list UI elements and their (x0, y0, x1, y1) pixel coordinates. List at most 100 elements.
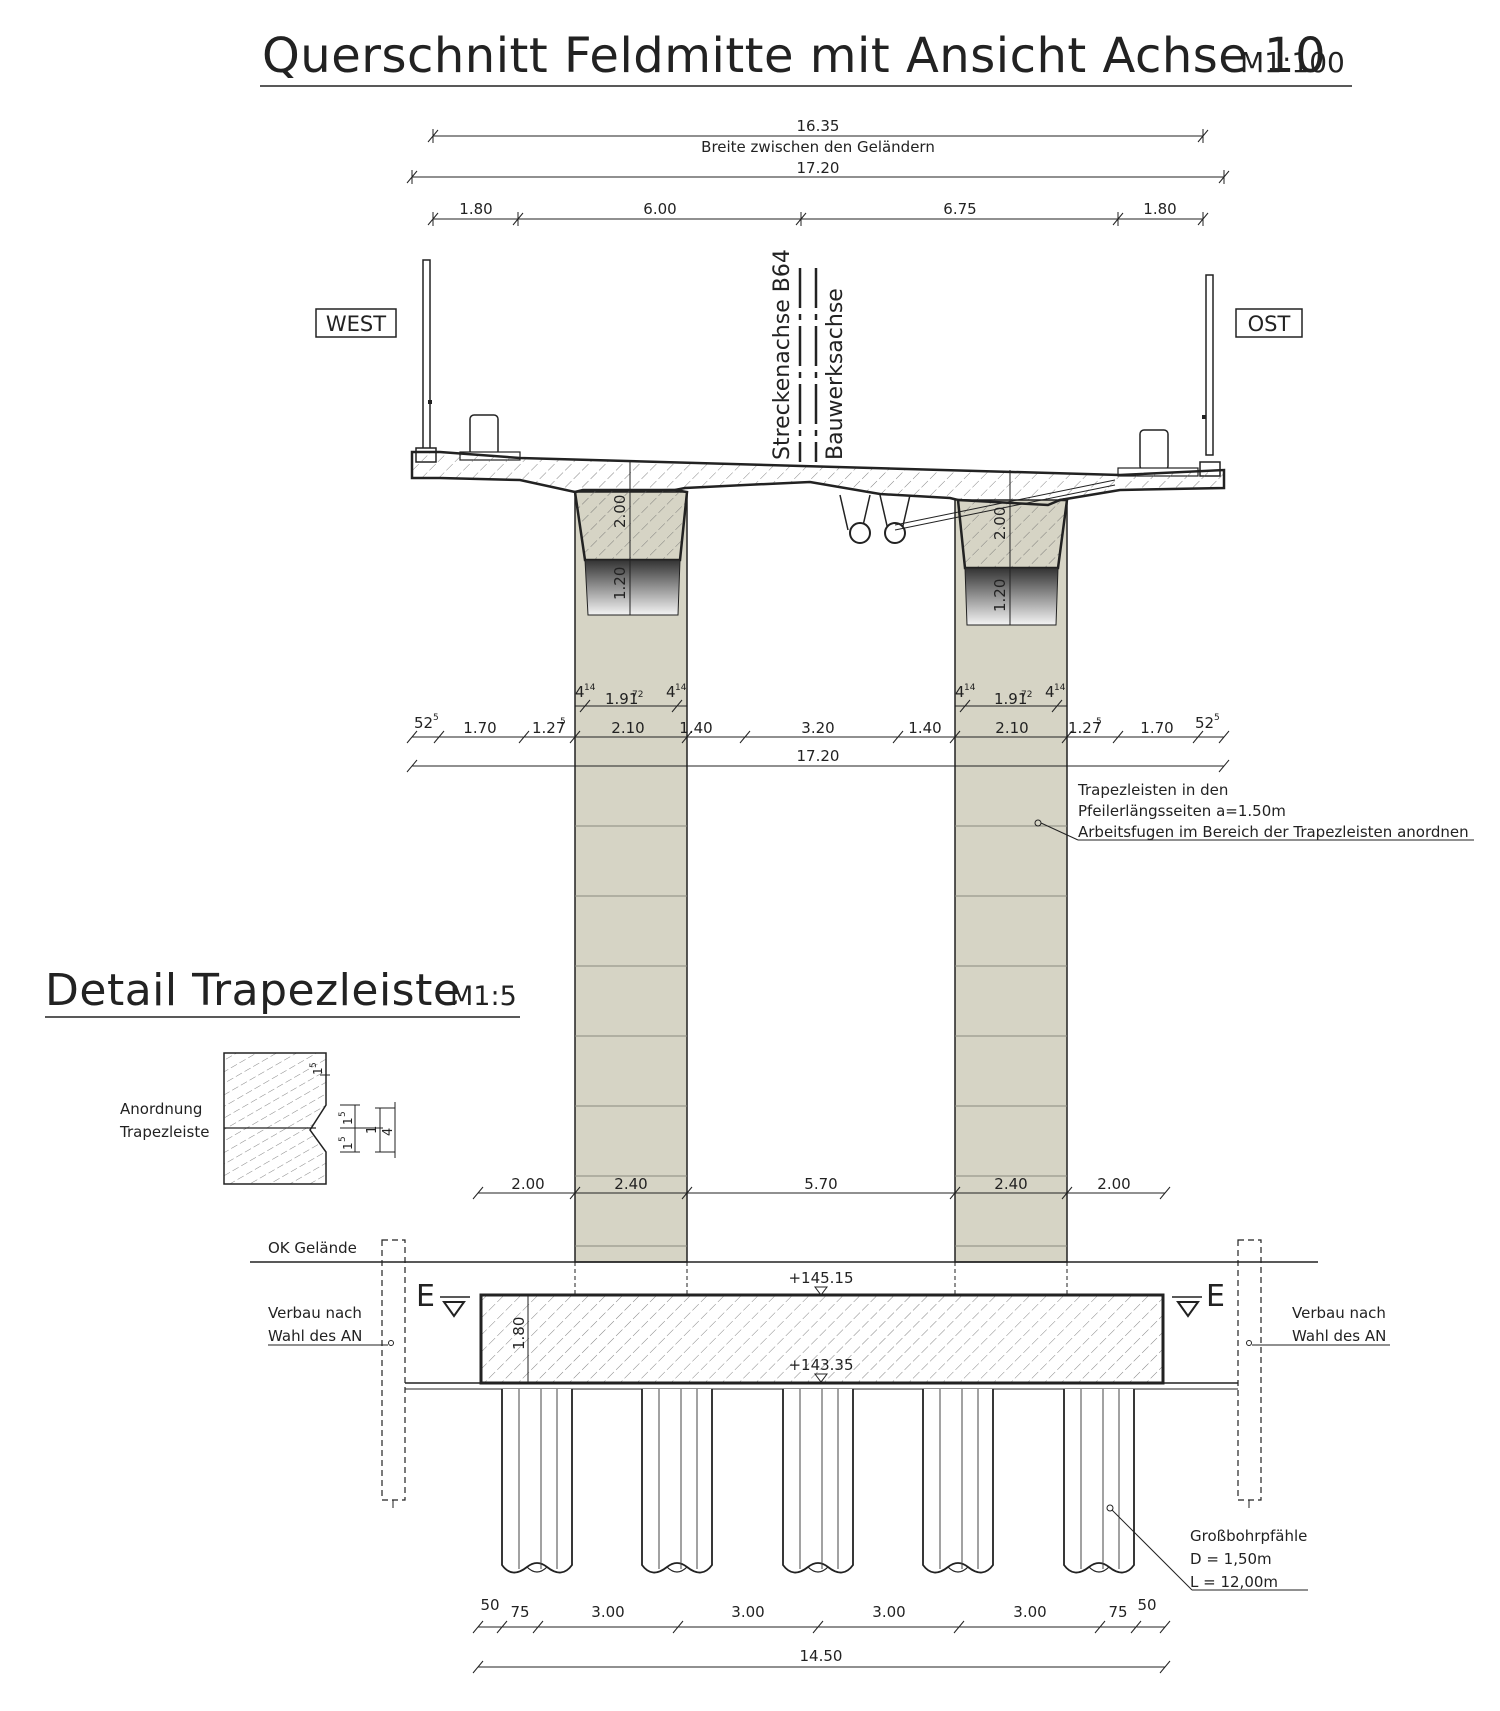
top-dimensions: 16.35 Breite zwischen den Geländern 17.2… (406, 117, 1230, 226)
detail-title: Detail Trapezleiste (45, 965, 460, 1016)
dim-girder-right-lower: 1.20 (991, 579, 1009, 612)
detail-trapezleiste: 1 5 1 5 1 5 1 4 Anordnung Trapezleiste (119, 1052, 396, 1185)
bored-pile (922, 1389, 994, 1574)
pile-note-line3: L = 12,00m (1190, 1573, 1278, 1591)
dim-girder-left-h: 2.00 (611, 495, 629, 528)
bored-pile (782, 1389, 854, 1574)
verbau-east-line1: Verbau nach (1292, 1304, 1386, 1322)
svg-text:5: 5 (338, 1111, 348, 1117)
dim-seg3: 6.75 (943, 200, 976, 218)
railing-east (1199, 274, 1221, 477)
bauwerks-achse-label: Bauwerksachse (823, 288, 848, 460)
dim-pile-spacing-3: 3.00 (872, 1603, 905, 1621)
dim-seg2: 6.00 (643, 200, 676, 218)
dim-r2-b-left: 1.70 (463, 719, 496, 737)
girder-east: 2.00 1.20 (956, 470, 1069, 626)
dim-found-a-right: 2.00 (1097, 1175, 1130, 1193)
verbau-west-line2: Wahl des AN (268, 1327, 362, 1345)
axis-lines: Streckenachse B64 Bauwerksachse (770, 249, 848, 462)
trapez-note-line1: Trapezleisten in den (1077, 781, 1228, 799)
level-top: +145.15 (788, 1269, 853, 1287)
e-mark-east: E (1206, 1279, 1225, 1314)
dim-girder-left-lower: 1.20 (611, 567, 629, 600)
verbau-east: Verbau nach Wahl des AN (1237, 1239, 1390, 1508)
svg-text:5: 5 (309, 1062, 319, 1068)
svg-text:5: 5 (433, 713, 439, 723)
pile-note-line1: Großbohrpfähle (1190, 1527, 1307, 1545)
svg-text:WEST: WEST (326, 312, 386, 336)
dim-r2-c-right: 1.27 (1068, 719, 1101, 737)
ground-line: OK Gelände (250, 1239, 1318, 1295)
dim-r2-d-left: 2.10 (611, 719, 644, 737)
anordnung-label-2: Trapezleiste (119, 1123, 209, 1141)
detail-dim-3: 1 (365, 1126, 380, 1134)
dim-r2-a-right: 52 (1195, 714, 1214, 732)
dim-found-b-right: 2.40 (994, 1175, 1027, 1193)
ost-label: OST (1235, 308, 1303, 338)
dim-pile-spacing-1: 3.00 (591, 1603, 624, 1621)
dim-seg1: 1.80 (459, 200, 492, 218)
dim-r2-e-left: 1.40 (679, 719, 712, 737)
detail-title-scale: M1:5 (450, 981, 517, 1012)
row2-dimensions: 52 5 1.70 1.27 5 2.10 1.40 3.20 1.40 2.1… (406, 713, 1230, 773)
dim-pile-spacing-2: 3.00 (731, 1603, 764, 1621)
main-title-group: Querschnitt Feldmitte mit Ansicht Achse … (260, 28, 1352, 87)
dim-r2-d-right: 2.10 (995, 719, 1028, 737)
svg-text:5: 5 (560, 717, 566, 727)
dim-girder-right-h: 2.00 (991, 507, 1009, 540)
dim-pile-edge-right: 50 (1137, 1596, 1156, 1614)
svg-text:72: 72 (632, 690, 643, 700)
barrier-west (469, 414, 499, 456)
dim-r2-e-right: 1.40 (908, 719, 941, 737)
pile-dimensions: 50 75 3.00 3.00 3.00 3.00 75 50 14.50 (472, 1596, 1171, 1674)
anordnung-label-1: Anordnung (120, 1100, 202, 1118)
railing-west (415, 259, 437, 463)
detail-dim-4: 4 (381, 1128, 396, 1136)
barrier-east (1139, 429, 1169, 471)
pile-note: Großbohrpfähle D = 1,50m L = 12,00m (1106, 1504, 1308, 1591)
dim-r2-a-left: 52 (414, 714, 433, 732)
dim-pier-small-2: 4 (666, 683, 676, 701)
foundation-slab: 1.80 +145.15 +143.35 E E (405, 1269, 1238, 1390)
west-label: WEST (315, 308, 397, 338)
svg-text:5: 5 (338, 1136, 348, 1142)
dim-pier-small-3: 4 (955, 683, 965, 701)
dim-breite-label: Breite zwischen den Geländern (701, 138, 935, 156)
ok-gelaende-label: OK Gelände (268, 1239, 357, 1257)
level-bottom: +143.35 (788, 1356, 853, 1374)
main-title: Querschnitt Feldmitte mit Ansicht Achse … (262, 28, 1326, 84)
dim-r2-c-left: 1.27 (532, 719, 565, 737)
bored-pile (1063, 1389, 1135, 1574)
dim-pile-spacing-4: 3.00 (1013, 1603, 1046, 1621)
dim-found-c: 5.70 (804, 1175, 837, 1193)
trapez-note: Trapezleisten in den Pfeilerlängsseiten … (1034, 781, 1474, 841)
bored-pile (501, 1389, 573, 1574)
pier-east (954, 499, 1068, 1263)
svg-text:14: 14 (675, 683, 687, 693)
piles (501, 1389, 1135, 1574)
foundation-thickness: 1.80 (510, 1317, 528, 1350)
dim-pile-edge-left: 50 (480, 1596, 499, 1614)
dim-pier-small-1: 4 (575, 683, 585, 701)
dim-pile-inner-left: 75 (510, 1603, 529, 1621)
utility-pipes (839, 479, 1116, 544)
detail-dim-2b: 1 (341, 1142, 355, 1150)
detail-dim-1: 1 (311, 1067, 325, 1075)
dim-pier-small-4: 4 (1045, 683, 1055, 701)
svg-text:72: 72 (1021, 690, 1032, 700)
dim-pile-total: 14.50 (800, 1647, 843, 1665)
deck-slab (410, 450, 1226, 507)
svg-text:5: 5 (1214, 713, 1220, 723)
detail-title-group: Detail Trapezleiste M1:5 (45, 965, 520, 1018)
pier-width-dims: 4 14 1.91 72 4 14 4 14 1.91 72 4 14 (575, 683, 1067, 713)
main-title-scale: M1:100 (1240, 46, 1345, 79)
dim-r2-f: 3.20 (801, 719, 834, 737)
dim-found-a-left: 2.00 (511, 1175, 544, 1193)
bored-pile (641, 1389, 713, 1574)
svg-text:14: 14 (1054, 683, 1066, 693)
dim-breite-value: 16.35 (797, 117, 840, 135)
dim-seg4: 1.80 (1143, 200, 1176, 218)
dim-pier-mid-2: 1.91 (994, 690, 1027, 708)
dim-total-top-value: 17.20 (797, 159, 840, 177)
